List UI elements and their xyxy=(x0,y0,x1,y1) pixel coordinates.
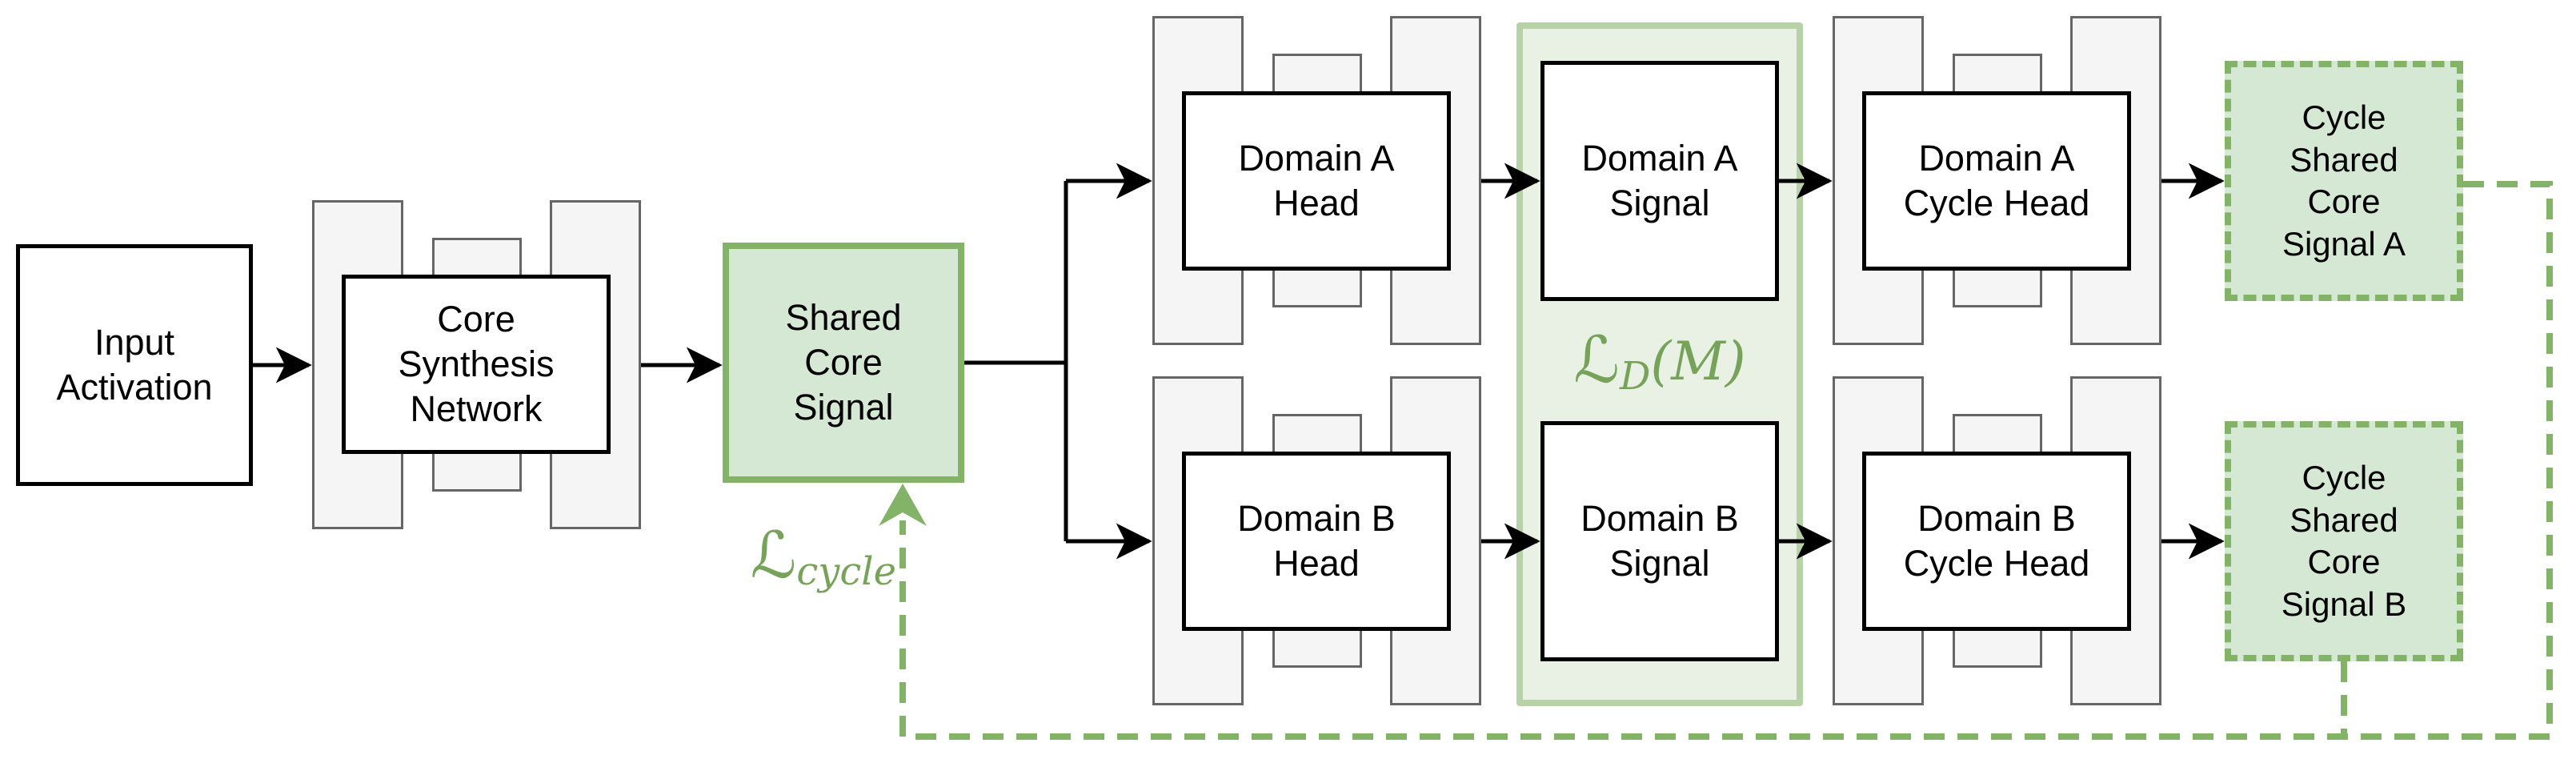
node-domain-b-cycle-head: Domain B Cycle Head xyxy=(1862,452,2131,631)
node-domain-a-signal: Domain A Signal xyxy=(1540,61,1779,301)
discriminator-loss-argument: (M) xyxy=(1650,331,1746,392)
node-label: Core Synthesis Network xyxy=(398,298,555,430)
node-label: Cycle Shared Core Signal B xyxy=(2281,459,2407,623)
script-l-glyph: ℒ xyxy=(1573,323,1621,397)
node-core-synthesis-network: Core Synthesis Network xyxy=(342,275,611,454)
node-domain-a-cycle-head: Domain A Cycle Head xyxy=(1862,91,2131,271)
node-input-activation: Input Activation xyxy=(16,244,253,486)
node-label: Domain A Signal xyxy=(1581,137,1738,223)
node-cycle-shared-core-signal-b: Cycle Shared Core Signal B xyxy=(2225,421,2463,661)
script-l-glyph: ℒ xyxy=(750,518,797,592)
node-label: Domain A Head xyxy=(1238,137,1395,223)
node-label: Domain A Cycle Head xyxy=(1903,137,2090,223)
node-label: Domain B Head xyxy=(1237,497,1396,584)
node-domain-b-signal: Domain B Signal xyxy=(1540,421,1779,661)
node-label: Domain B Cycle Head xyxy=(1903,497,2090,584)
node-domain-a-head: Domain A Head xyxy=(1182,91,1451,271)
node-shared-core-signal: Shared Core Signal xyxy=(723,243,964,483)
cycle-loss-subscript: cycle xyxy=(796,549,896,594)
node-domain-b-head: Domain B Head xyxy=(1182,452,1451,631)
node-label: Input Activation xyxy=(56,321,213,408)
node-cycle-shared-core-signal-a: Cycle Shared Core Signal A xyxy=(2225,61,2463,301)
node-label: Cycle Shared Core Signal A xyxy=(2282,98,2406,263)
discriminator-loss-subscript: D xyxy=(1620,354,1651,399)
node-label: Shared Core Signal xyxy=(785,296,902,428)
node-label: Domain B Signal xyxy=(1580,497,1739,584)
